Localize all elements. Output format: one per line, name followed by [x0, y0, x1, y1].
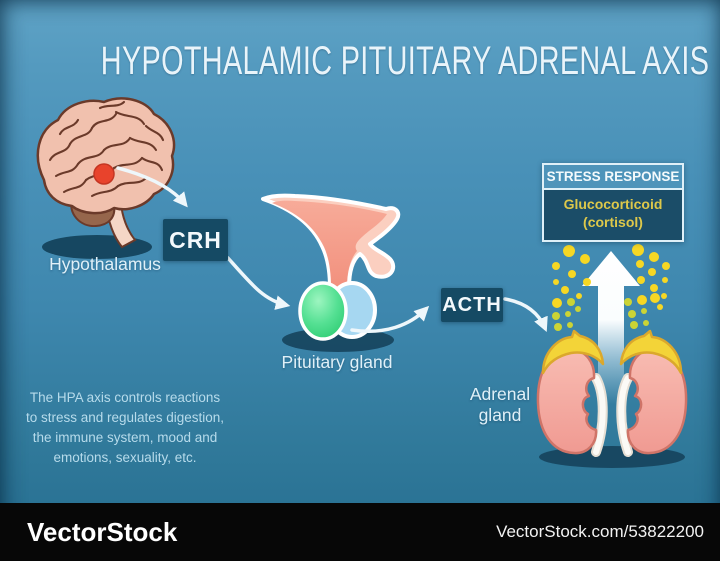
hormone-form: (cortisol)	[583, 214, 643, 231]
brain-gyri	[48, 100, 165, 198]
hypothalamus-label: Hypothalamus	[49, 254, 161, 274]
pituitary-label: Pituitary gland	[281, 352, 393, 372]
right-kidney	[626, 348, 688, 455]
right-adrenal-gland	[619, 329, 683, 375]
description-line: to stress and regulates digestion,	[25, 410, 225, 425]
brain-illustration	[36, 97, 176, 259]
hormone-name: Glucocorticoid	[563, 196, 663, 212]
acth-box: ACTH	[441, 288, 503, 322]
arrow-pituitary-to-acth	[350, 305, 430, 334]
watermark-bar: VectorStock VectorStock.com/53822200	[0, 503, 720, 561]
pituitary-illustration	[261, 193, 401, 352]
crh-box: CRH	[163, 219, 228, 261]
hpa-description: The HPA axis controls reactions to stres…	[10, 388, 240, 468]
hypothalamus-red-dot	[93, 163, 115, 185]
arrow-crh-to-pituitary	[226, 256, 291, 310]
brain-cortex	[36, 97, 176, 215]
crh-label: CRH	[169, 226, 222, 253]
stress-response-up-arrow	[582, 251, 640, 404]
pituitary-funnel-inner	[272, 200, 387, 287]
arrow-hypothalamus-to-crh	[116, 166, 188, 208]
vectorstock-logo: VectorStock	[27, 516, 178, 547]
acth-label: ACTH	[442, 293, 502, 316]
left-adrenal-gland	[541, 329, 605, 375]
cortisol-dots	[552, 244, 670, 331]
arrow-acth-to-adrenal	[503, 297, 548, 333]
description-line: The HPA axis controls reactions	[29, 390, 221, 405]
stress-response-header: STRESS RESPONSE	[544, 165, 682, 190]
stress-response-box: STRESS RESPONSE Glucocorticoid (cortisol…	[542, 163, 684, 243]
page-title: HYPOTHALAMIC PITUITARY ADRENAL AXIS	[100, 39, 710, 83]
vectorstock-url: VectorStock.com/53822200	[496, 522, 704, 541]
left-kidney	[536, 348, 598, 455]
description-line: the immune system, mood and	[32, 430, 218, 445]
kidneys-adrenal-illustration	[536, 329, 688, 468]
glucocorticoid-text: Glucocorticoid (cortisol)	[544, 190, 682, 241]
adrenal-label: Adrenal gland	[469, 384, 531, 425]
description-line: emotions, sexuality, etc.	[53, 450, 197, 465]
anterior-lobe	[298, 281, 348, 341]
